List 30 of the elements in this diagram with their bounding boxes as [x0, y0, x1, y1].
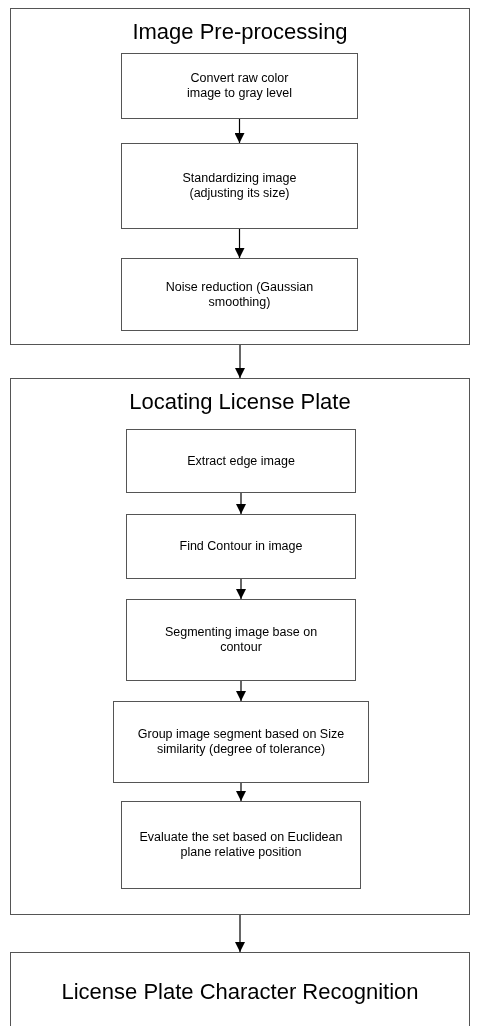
process-box: [121, 143, 358, 229]
arrow: [236, 578, 246, 600]
step-text: Standardizing image (adjusting its size): [181, 171, 298, 201]
stage-panel: [10, 8, 470, 345]
arrow: [235, 914, 245, 953]
stage-title: Locating License Plate: [128, 389, 352, 415]
step-text: Extract edge image: [187, 453, 295, 469]
arrow: [236, 492, 246, 515]
process-box: [126, 429, 356, 493]
step-text: Find Contour in image: [179, 539, 303, 554]
stage-title: Image Pre-processing: [131, 19, 349, 45]
step-text: Convert raw color image to gray level: [186, 71, 293, 101]
stage-panel: [10, 952, 470, 1026]
stage-panel: [10, 378, 470, 915]
stage-title: License Plate Character Recognition: [60, 979, 420, 1005]
step-text: Evaluate the set based on Euclidean plane relative position: [138, 830, 344, 860]
process-box: [126, 599, 356, 681]
arrow: [234, 228, 245, 259]
process-box: [113, 701, 369, 783]
arrow: [235, 344, 245, 379]
process-box: [126, 514, 356, 579]
arrow: [236, 782, 246, 802]
process-box: [121, 258, 358, 331]
step-text: Segmenting image base on contour: [163, 625, 319, 655]
step-text: Noise reduction (Gaussian smoothing): [164, 279, 315, 310]
arrow: [234, 118, 245, 144]
process-box: [121, 53, 358, 119]
step-text: Group image segment based on Size similarity (degree of tolerance): [136, 727, 346, 757]
arrow: [236, 680, 246, 702]
process-box: [121, 801, 361, 889]
